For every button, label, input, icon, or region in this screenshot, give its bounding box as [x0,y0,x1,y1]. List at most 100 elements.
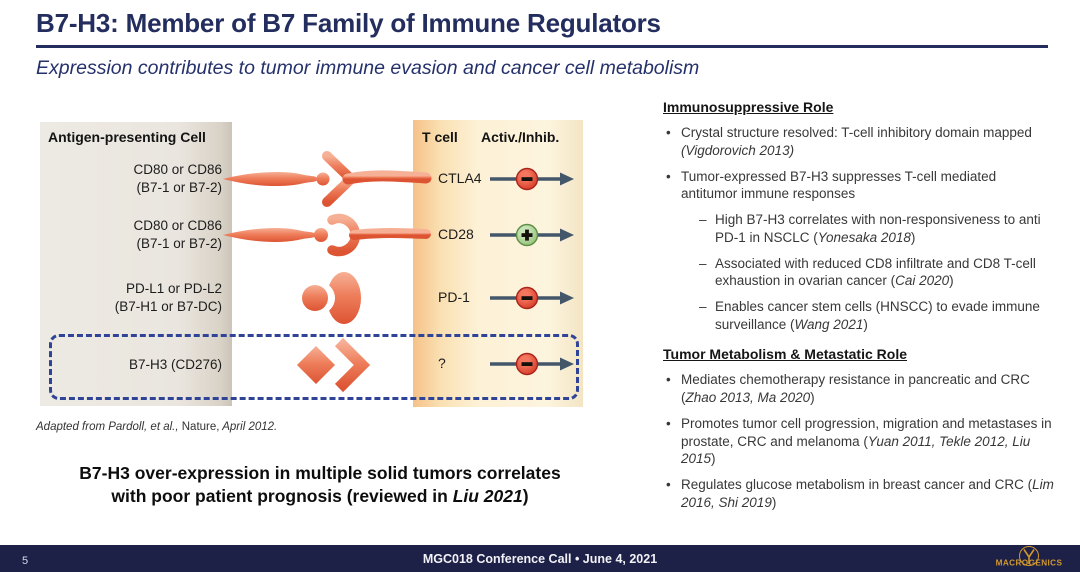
page-number: 5 [22,555,29,567]
text-segment: Zhao 2013, Ma 2020 [685,390,811,406]
title-divider [36,45,1048,48]
ligand-label-line: (B7-1 or B7-2) [136,180,222,195]
bullet-icon: • [666,372,671,388]
section-heading: Tumor Metabolism & Metastatic Role [663,346,908,363]
list-item-text: Regulates glucose metabolism in breast c… [681,477,1054,510]
list-item: • Crystal structure resolved: T-cell inhi… [663,124,1055,159]
text-segment: ) [771,494,777,510]
text-segment: ) [910,229,916,245]
t-cell-column [413,120,583,407]
receptor-label-ctla4: CTLA4 [438,170,482,186]
list-item: –High B7-H3 correlates with non-responsi… [663,211,1055,246]
ligand-receptor-shape-b7h3 [220,337,431,393]
text-segment: ) [711,451,716,467]
page-title: B7-H3: Member of B7 Family of Immune Reg… [36,8,661,38]
list-item-text: Enables cancer stem cells (HNSCC) to eva… [715,299,1040,332]
footer-bar: 5 MGC018 Conference Call • June 4, 2021 … [0,545,1080,572]
list-item: • Promotes tumor cell progression, migrat… [663,415,1055,468]
text-segment: with poor patient prognosis (reviewed in [111,486,453,507]
ligand-label-line: PD-L1 or PD-L2 [125,281,222,296]
ligand-label-row4: B7-H3 (CD276) [50,356,222,374]
arrow-icon [560,357,574,371]
text-segment: Wang 2021 [794,316,864,332]
text-segment: Associated with reduced CD8 infiltrate a… [715,255,1036,289]
text-segment: Mediates chemotherapy resistance in panc… [681,372,1030,406]
list-item: • Tumor-expressed B7-H3 suppresses T-cell… [663,168,1055,203]
arrow-icon [560,228,574,242]
diagram-caption: Adapted from Pardoll, et al., Nature, Ap… [36,421,277,433]
list-item-text: Promotes tumor cell progression, migrati… [681,416,1052,466]
bullet-icon: • [666,416,671,432]
activation-icon [490,223,574,247]
list-item-text: Crystal structure resolved: T-cell inhib… [681,125,1032,158]
text-segment: Tumor-expressed B7-H3 suppresses T-cell … [681,168,997,202]
text-segment: Yonesaka 2018 [817,229,911,245]
text-segment: ) [810,390,815,406]
ligand-label-line: (B7-H1 or B7-DC) [114,299,222,314]
text-segment: Promotes tumor cell progression, migrati… [681,416,1052,449]
text-segment: Nature, [181,421,220,433]
bullet-icon: • [666,477,671,493]
receptor-label-cd28: CD28 [438,226,474,242]
text-segment: (Vigdorovich 2013) [681,142,795,158]
text-segment: ) [522,486,529,507]
dash-icon: – [699,212,707,228]
key-statement-line: with poor patient prognosis (reviewed in… [40,485,600,508]
text-segment: High B7-H3 correlates with non-responsiv… [715,212,1041,245]
list-item-text: Mediates chemotherapy resistance in panc… [681,372,1030,405]
list-item-text: Tumor-expressed B7-H3 suppresses T-cell … [681,169,996,202]
activ-inhib-column-header: Activ./Inhib. [481,129,560,145]
tcell-column-header: T cell [422,129,458,145]
inhibition-icon [490,286,574,310]
antibody-icon [1023,549,1035,564]
text-segment: Cai 2020 [895,273,950,289]
bullet-icon: • [666,168,671,184]
right-panel: Immunosuppressive Role • Crystal structure… [663,99,1055,520]
ligand-receptor-shape-ctla4 [223,151,432,207]
antigen-presenting-cell-column [40,122,232,406]
receptor-label-unknown: ? [438,355,446,371]
list-item: –Associated with reduced CD8 infiltrate … [663,255,1055,290]
ligand-label-row3: PD-L1 or PD-L2 (B7-H1 or B7-DC) [50,280,222,316]
text-segment: ) [863,316,868,332]
text-segment: Adapted from Pardoll, et al., [36,421,182,433]
inhibition-icon [490,167,574,191]
bullet-icon: • [666,125,671,140]
list-item-text: Associated with reduced CD8 infiltrate a… [715,256,1036,289]
ligand-receptor-shape-pd1 [220,272,431,324]
receptor-label-pd1: PD-1 [438,289,470,305]
text-segment: Yuan 2011, Tekle 2012, Liu 2015 [681,433,1031,467]
apc-column-header: Antigen-presenting Cell [48,129,206,145]
key-statement-line: B7-H3 over-expression in multiple solid … [40,462,600,485]
list-item: • Mediates chemotherapy resistance in pan… [663,371,1055,406]
ligand-label-row2: CD80 or CD86 (B7-1 or B7-2) [50,217,222,253]
list-item-text: High B7-H3 correlates with non-responsiv… [715,212,1041,245]
text-segment: April 2012. [219,421,278,433]
ligand-label-line: CD80 or CD86 [133,218,222,233]
ligand-label-line: B7-H3 (CD276) [128,357,222,372]
list-item: • Regulates glucose metabolism in breast … [663,476,1055,511]
ligand-label-row1: CD80 or CD86 (B7-1 or B7-2) [50,161,222,197]
section-heading: Immunosuppressive Role [663,99,834,115]
b7h3-highlight-box [49,334,579,400]
ligand-label-line: CD80 or CD86 [133,162,222,177]
macrogenics-logo: MACROGENICS [996,546,1063,568]
inhibition-icon [490,352,574,376]
page-subtitle: Expression contributes to tumor immune e… [36,57,700,79]
text-segment: Lim 2016, Shi 2019 [681,477,1054,510]
logo-text: MACROGENICS [996,559,1063,568]
text-segment: B7-H3 over-expression in multiple solid … [79,463,561,483]
text-segment: Enables cancer stem cells (HNSCC) to eva… [715,299,1040,332]
dash-icon: – [699,299,707,315]
ligand-label-line: (B7-1 or B7-2) [136,236,222,251]
dash-icon: – [699,255,707,271]
key-statement: B7-H3 over-expression in multiple solid … [40,462,600,509]
ligand-receptor-shape-cd28 [223,213,431,257]
list-item: –Enables cancer stem cells (HNSCC) to ev… [663,298,1055,333]
arrow-icon [560,291,574,305]
arrow-icon [560,172,574,186]
text-segment: Liu 2021 [452,486,523,507]
footer-title: MGC018 Conference Call • June 4, 2021 [422,552,658,566]
text-segment: Crystal structure resolved: T-cell inhib… [681,125,1032,140]
